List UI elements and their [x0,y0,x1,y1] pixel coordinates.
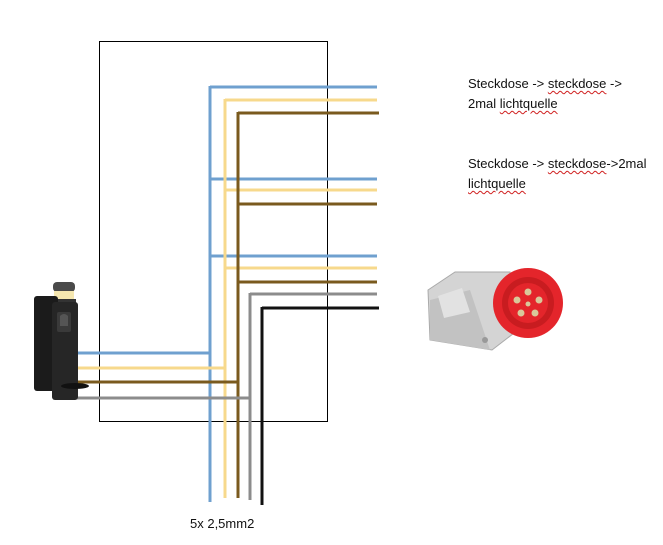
note-1: Steckdose -> steckdose ->2mal lichtquell… [468,76,622,111]
enclosure-box [99,41,328,422]
black-wire [260,306,379,505]
brown-wire [68,111,379,498]
grey-wire [70,292,377,500]
yellow-wire [66,98,377,498]
cee-plug-icon [427,268,563,351]
lamp-post-icon [34,282,89,400]
cable-label: 5x 2,5mm2 [190,516,255,531]
